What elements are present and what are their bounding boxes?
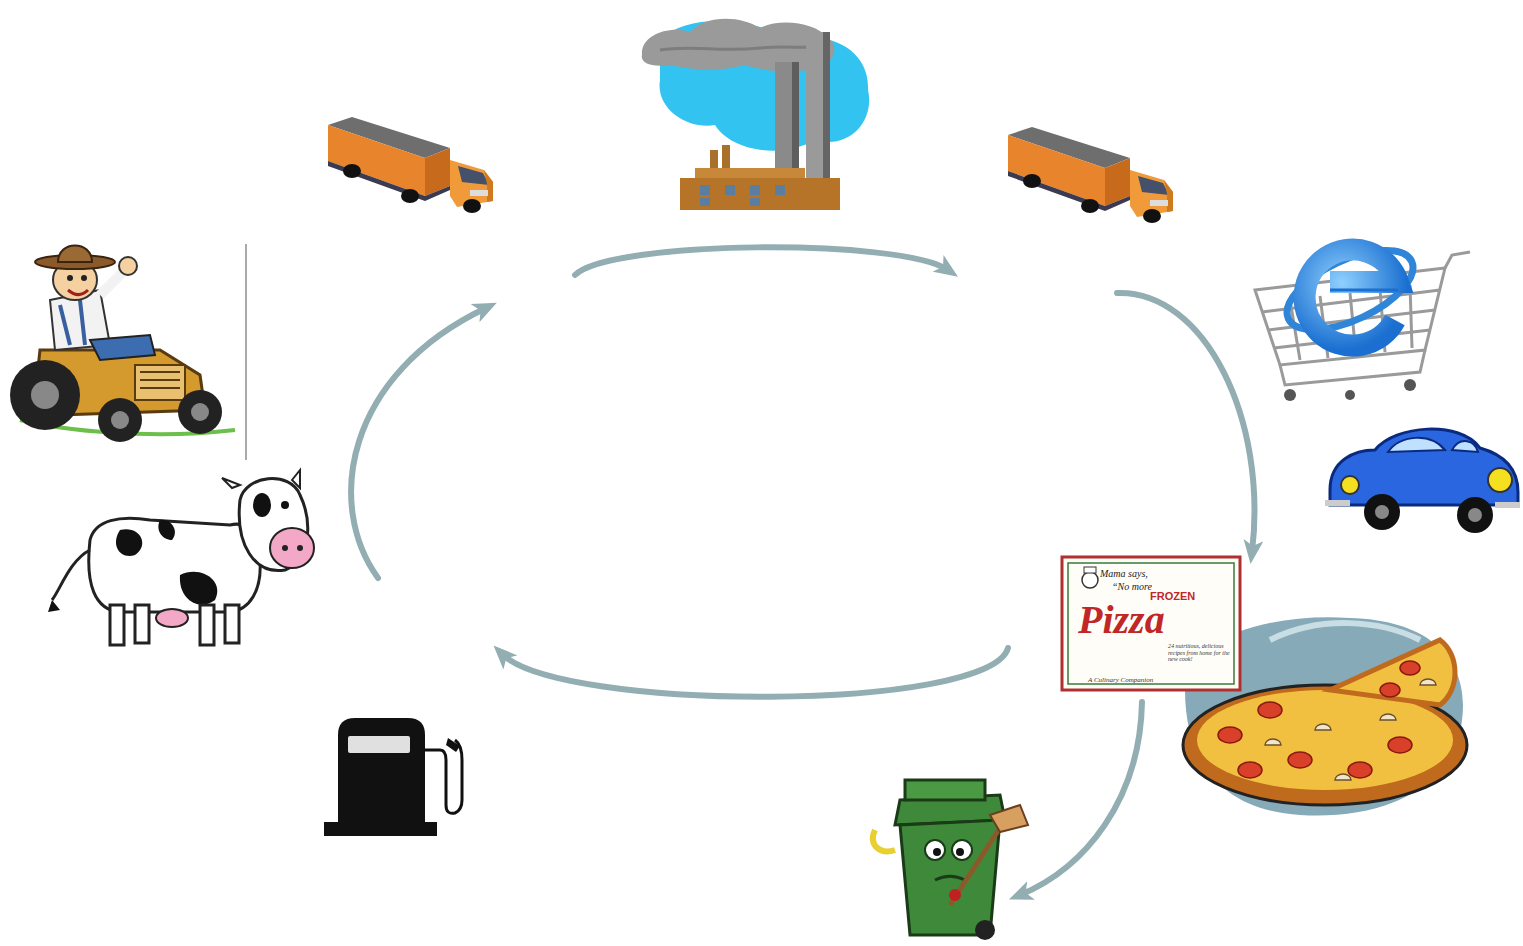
book-tagline: “No more bbox=[1112, 581, 1152, 592]
book-tagline: Mama says, bbox=[1100, 568, 1148, 579]
book-publisher: A Culinary Companion bbox=[1088, 677, 1153, 685]
book-subtitle: 24 nutritious, delicious recipes from ho… bbox=[1168, 643, 1232, 663]
book-title: Pizza bbox=[1078, 598, 1165, 642]
